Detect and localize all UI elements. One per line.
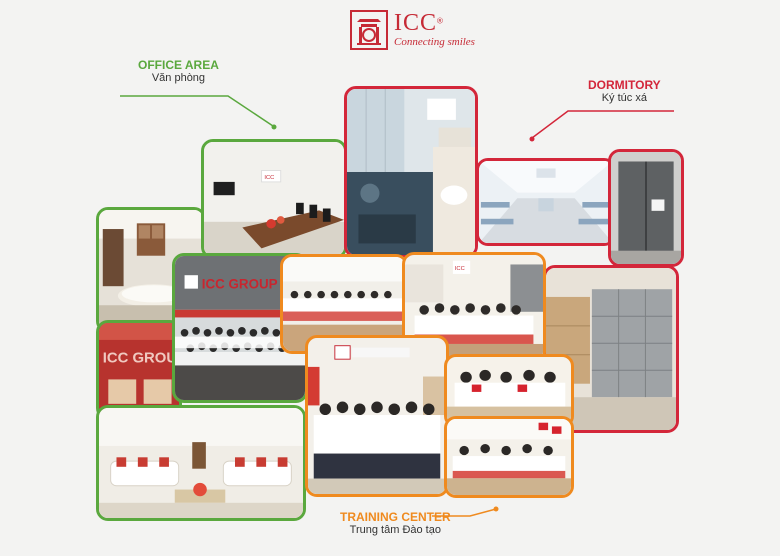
registered-mark: ®	[437, 16, 443, 26]
photo-dorm-lockers	[543, 265, 679, 433]
brand-logo: ICC® Connecting smiles	[350, 10, 475, 50]
dormitory-title: DORMITORY	[588, 78, 661, 92]
office-title: OFFICE AREA	[138, 58, 219, 72]
photo-office-lounge	[96, 405, 306, 521]
photo-dorm-bunk-room	[476, 158, 616, 246]
dormitory-subtitle: Ký túc xá	[601, 92, 647, 104]
brand-name: ICC	[394, 10, 438, 36]
dormitory-pointer-line	[529, 110, 674, 142]
brand-tagline: Connecting smiles	[394, 36, 475, 48]
photo-training-flags	[444, 354, 574, 428]
temple-gate-icon	[350, 10, 388, 50]
dormitory-label: DORMITORY Ký túc xá	[588, 78, 661, 104]
svg-text:ICC: ICC	[455, 266, 465, 272]
office-subtitle: Văn phòng	[151, 72, 206, 84]
office-label: OFFICE AREA Văn phòng	[138, 58, 219, 84]
training-label: TRAINING CENTER Trung tâm Đào tạo	[340, 510, 451, 536]
svg-text:ICC: ICC	[264, 175, 274, 181]
photo-training-class-3	[444, 416, 574, 498]
photo-office-meeting-room: ICC	[201, 139, 347, 259]
sign-wall-text: ICC GROUP	[103, 349, 179, 366]
photo-training-group	[305, 335, 449, 497]
photo-dorm-bathroom	[344, 86, 478, 258]
training-pointer-line	[432, 506, 499, 517]
group-sign-text: ICC GROUP	[202, 277, 278, 292]
office-pointer-line	[120, 95, 277, 130]
training-title: TRAINING CENTER	[340, 510, 451, 524]
photo-dorm-closet	[608, 149, 684, 267]
training-subtitle: Trung tâm Đào tạo	[349, 524, 441, 536]
